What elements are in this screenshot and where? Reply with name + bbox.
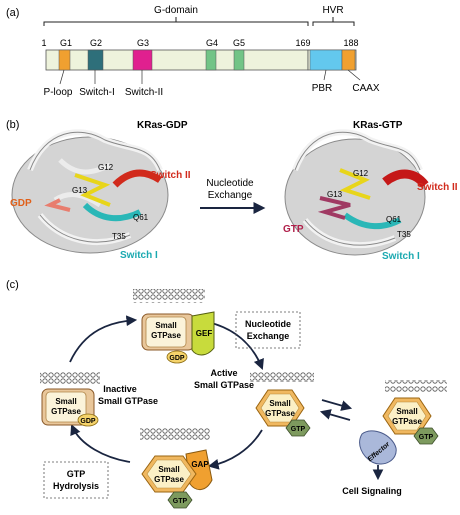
gef-gtpase-text: GTPase xyxy=(151,331,181,340)
residue-188: 188 xyxy=(343,38,358,48)
hvr-label: HVR xyxy=(322,5,343,16)
cycle-arrow-right-top xyxy=(207,321,264,371)
gef-gdp-text: GDP xyxy=(169,355,185,362)
gap-gtpase-text: GTPase xyxy=(154,475,184,484)
nucleotide-exchange-box xyxy=(235,311,301,349)
membrane-top xyxy=(133,289,205,303)
inactive-gdp-ellipse xyxy=(77,413,99,427)
inactive-gdp-text: GDP xyxy=(80,418,96,425)
inactive-gtpase-text: GTPase xyxy=(51,407,81,416)
effector-arrow-back xyxy=(319,409,351,421)
gdp-ligand-label: GDP xyxy=(10,198,32,209)
cycle-arrow-right-bottom xyxy=(207,429,263,470)
g2-label: G2 xyxy=(90,38,102,48)
gtp-hydrolysis-box xyxy=(43,461,109,499)
gtp-g12-label: G12 xyxy=(353,169,369,178)
gdp-t35-label: T35 xyxy=(112,232,126,241)
switch-2-label: Switch-II xyxy=(125,87,163,98)
gef-small-text: Small xyxy=(155,321,176,330)
effector-arrow-forward xyxy=(321,399,353,411)
gdp-g13-label: G13 xyxy=(72,186,88,195)
gtp-q61-label: Q61 xyxy=(386,215,402,224)
membrane-effector xyxy=(385,380,447,392)
gap-label: GAP xyxy=(191,460,209,469)
nucleotide-exchange-text-1: Nucleotide xyxy=(245,319,291,329)
residue-1: 1 xyxy=(41,38,46,48)
gdp-switch-1-label: Switch I xyxy=(120,250,158,261)
panel-c: (c) Small GTPase GEF GDP Nucleotide Exch… xyxy=(6,279,447,509)
inactive-label-1: Inactive xyxy=(103,384,137,394)
gtp-g13-label: G13 xyxy=(327,190,343,199)
effector-shape xyxy=(359,430,397,465)
g1-label: G1 xyxy=(60,38,72,48)
caax-box xyxy=(341,49,356,71)
switch-1-label: Switch-I xyxy=(79,87,115,98)
inactive-label-2: Small GTPase xyxy=(98,396,158,406)
pbr-box xyxy=(309,49,343,71)
panel-b: (b) KRas-GDP G12 G13 GDP Switch II Q61 T… xyxy=(6,119,458,262)
gtp-switch-1-label: Switch I xyxy=(382,251,420,262)
gdp-switch-2-label: Switch II xyxy=(150,170,191,181)
gef-shape xyxy=(191,311,215,356)
membrane-bottom xyxy=(140,428,210,442)
g-domain-bar xyxy=(45,49,309,71)
g1-box xyxy=(58,49,71,71)
gap-gtp-text: GTP xyxy=(173,498,188,505)
gap-small-text: Small xyxy=(158,465,179,474)
gtp-t35-label: T35 xyxy=(397,230,411,239)
effector-gtp-hexagon xyxy=(413,427,439,445)
effector-gtpase-text: GTPase xyxy=(392,417,422,426)
effector-gtp-text: GTP xyxy=(419,434,434,441)
gtp-ligand-label: GTP xyxy=(283,224,304,235)
active-gtpase-text: GTPase xyxy=(265,409,295,418)
effector-small-text: Small xyxy=(396,407,417,416)
exchange-label-2: Exchange xyxy=(208,190,253,201)
membrane-left xyxy=(40,372,100,384)
active-gtp-hexagon xyxy=(285,419,311,437)
active-gtp-text: GTP xyxy=(291,426,306,433)
gap-gtp-hexagon xyxy=(167,491,193,509)
gtp-switch-2-label: Switch II xyxy=(417,182,458,193)
g-domain-label: G-domain xyxy=(154,5,198,16)
gtp-hydrolysis-text-1: GTP xyxy=(67,469,86,479)
cycle-arrow-left-top xyxy=(69,315,138,363)
kras-gtp-structure xyxy=(284,129,429,256)
kras-gdp-title: KRas-GDP xyxy=(137,120,188,131)
cycle-arrow-left-bottom xyxy=(70,424,131,463)
kras-gdp-structure xyxy=(11,129,169,254)
active-label-1: Active xyxy=(210,368,237,378)
residue-169: 169 xyxy=(295,38,310,48)
cell-signaling-label: Cell Signaling xyxy=(342,486,402,496)
nucleotide-exchange-text-2: Exchange xyxy=(247,331,290,341)
exchange-label-1: Nucleotide xyxy=(206,178,254,189)
g2-box xyxy=(87,49,104,71)
panel-a: (a) G-domain HVR 1 169 188 G1 G2 G3 G4 G… xyxy=(6,5,380,98)
g-domain-bracket xyxy=(43,21,309,26)
g4-box xyxy=(205,49,217,71)
panel-a-label: (a) xyxy=(6,7,19,19)
gdp-g12-label: G12 xyxy=(98,163,114,172)
gdp-q61-label: Q61 xyxy=(133,213,149,222)
kras-gtp-title: KRas-GTP xyxy=(353,120,403,131)
g5-box xyxy=(233,49,245,71)
panel-c-label: (c) xyxy=(6,279,19,291)
g3-box xyxy=(132,49,153,71)
panel-b-label: (b) xyxy=(6,119,19,131)
pbr-label: PBR xyxy=(312,83,333,94)
membrane-active xyxy=(250,370,314,382)
gef-gdp-ellipse xyxy=(166,350,188,364)
caax-label: CAAX xyxy=(352,83,380,94)
g3-label: G3 xyxy=(137,38,149,48)
active-label-2: Small GTPase xyxy=(194,380,254,390)
hvr-bracket xyxy=(312,21,355,26)
active-small-text: Small xyxy=(269,399,290,408)
g5-label: G5 xyxy=(233,38,245,48)
gtp-hydrolysis-text-2: Hydrolysis xyxy=(53,481,99,491)
g4-label: G4 xyxy=(206,38,218,48)
p-loop-label: P-loop xyxy=(44,87,73,98)
gef-label: GEF xyxy=(196,329,213,338)
inactive-small-text: Small xyxy=(55,397,76,406)
